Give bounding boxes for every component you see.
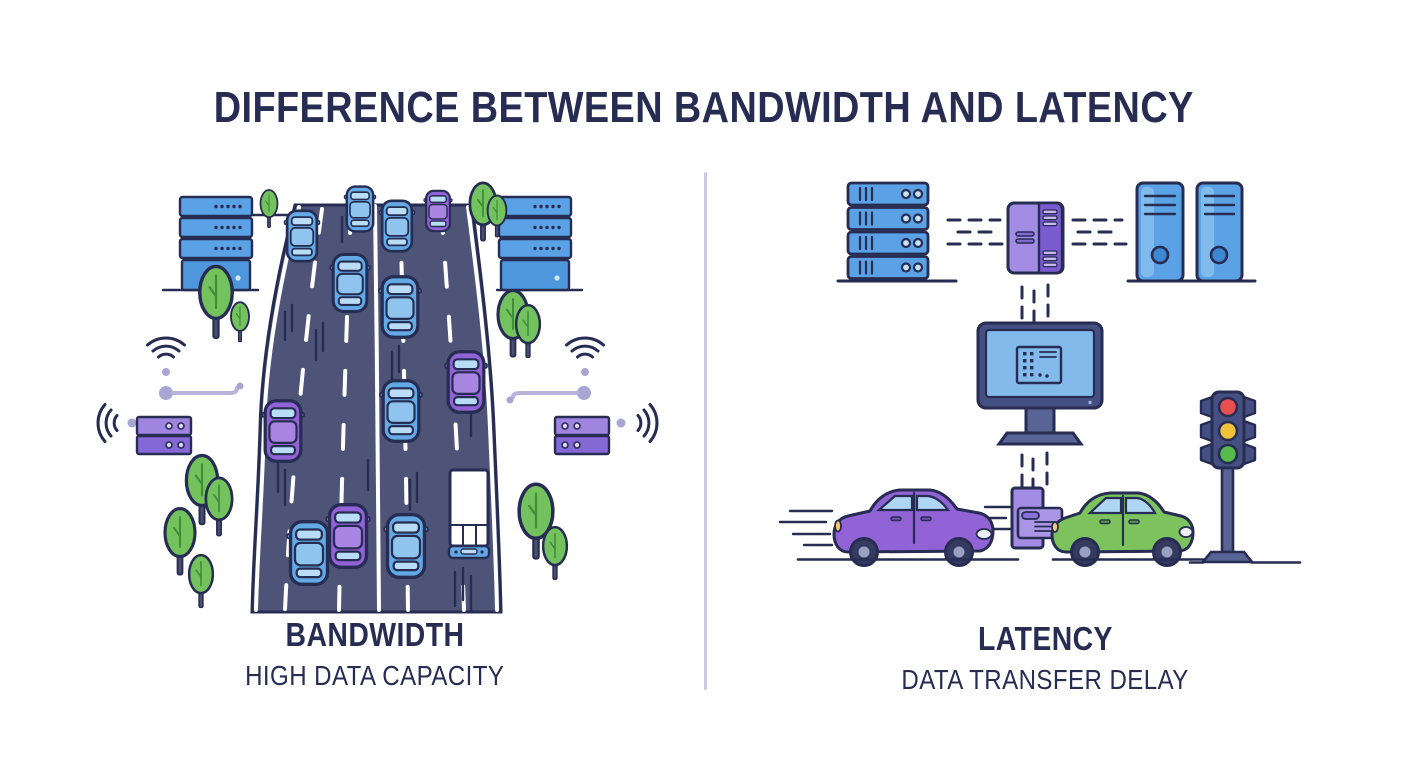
car-icon bbox=[443, 350, 489, 414]
tail-light bbox=[834, 519, 842, 533]
latency-label: LATENCY bbox=[977, 620, 1113, 657]
pole-base bbox=[1200, 550, 1255, 564]
panel-divider bbox=[704, 172, 707, 690]
monitor-icon bbox=[976, 321, 1104, 446]
tree-icon bbox=[230, 301, 250, 343]
center-line bbox=[373, 204, 381, 612]
bandwidth-illustration bbox=[96, 181, 659, 614]
router-icon bbox=[553, 415, 611, 456]
bandwidth-caption: BANDWIDTH HIGH DATA CAPACITY bbox=[80, 618, 670, 690]
car-window bbox=[876, 494, 914, 512]
car-icon bbox=[378, 199, 416, 253]
latency-illustration bbox=[778, 181, 1302, 567]
wifi-signal-icon bbox=[565, 336, 605, 359]
car-icon bbox=[422, 189, 454, 233]
pole bbox=[1220, 466, 1235, 554]
car-window bbox=[1087, 496, 1123, 515]
latency-sublabel: DATA TRANSFER DELAY bbox=[901, 664, 1189, 695]
tree-icon bbox=[541, 525, 569, 581]
server-rack-icon bbox=[497, 195, 573, 292]
screen-panel bbox=[1015, 345, 1063, 385]
bandwidth-label: BANDWIDTH bbox=[285, 616, 465, 653]
car-icon bbox=[377, 275, 423, 339]
power-led bbox=[1088, 400, 1092, 405]
monitor-base bbox=[996, 431, 1084, 446]
car-icon bbox=[285, 519, 333, 587]
car-icon bbox=[328, 252, 372, 314]
car-icon bbox=[283, 209, 321, 263]
head-light bbox=[975, 528, 993, 540]
connector-line bbox=[511, 391, 579, 399]
connector-dot bbox=[577, 386, 591, 400]
car-window bbox=[915, 494, 951, 512]
data-packet-icon bbox=[974, 486, 1064, 550]
car-icon bbox=[378, 379, 424, 443]
connector-dot bbox=[581, 368, 589, 376]
traffic-cars bbox=[260, 185, 491, 587]
data-packet-icon bbox=[1006, 201, 1065, 275]
car-icon bbox=[1050, 491, 1195, 567]
tree-icon bbox=[259, 189, 279, 229]
tail-light bbox=[1051, 521, 1059, 533]
truck-icon bbox=[447, 468, 491, 560]
wifi-signal-icon bbox=[96, 403, 119, 443]
connector-dot bbox=[236, 382, 244, 390]
dashed-connection bbox=[946, 218, 1128, 246]
latency-caption: LATENCY DATA TRANSFER DELAY bbox=[760, 622, 1330, 694]
connector-dot bbox=[506, 396, 514, 404]
connector-dot bbox=[162, 368, 170, 376]
connector-dot bbox=[616, 418, 626, 428]
head-light bbox=[1178, 526, 1194, 538]
yellow-light bbox=[1217, 420, 1239, 442]
car-icon bbox=[778, 488, 995, 567]
lane-edge-line bbox=[466, 205, 499, 612]
page-title-text: DIFFERENCE BETWEEN BANDWIDTH AND LATENCY bbox=[214, 83, 1194, 133]
connector-line bbox=[171, 386, 239, 395]
tree-icon bbox=[187, 553, 215, 609]
speed-lines bbox=[778, 509, 834, 547]
connector-dot bbox=[127, 418, 137, 428]
speed-lines bbox=[276, 215, 473, 612]
car-window bbox=[1124, 496, 1157, 515]
bandwidth-sublabel: HIGH DATA CAPACITY bbox=[245, 660, 505, 691]
wifi-router-right bbox=[506, 336, 659, 456]
tree-icon bbox=[198, 264, 234, 340]
traffic-light-icon bbox=[1188, 390, 1302, 564]
connector-dot bbox=[159, 386, 173, 400]
tower-server-icon bbox=[1195, 181, 1244, 283]
wifi-signal-icon bbox=[636, 403, 659, 443]
page-title: DIFFERENCE BETWEEN BANDWIDTH AND LATENCY bbox=[0, 83, 1408, 133]
router-icon bbox=[135, 415, 193, 456]
red-light bbox=[1217, 396, 1239, 418]
green-light bbox=[1217, 443, 1239, 465]
car-icon bbox=[324, 502, 372, 570]
car-icon bbox=[260, 399, 306, 463]
tree-icon bbox=[204, 476, 234, 538]
tower-server-icon bbox=[1135, 181, 1185, 283]
tree-icon bbox=[514, 303, 542, 359]
server-rack-icon bbox=[846, 181, 930, 280]
wifi-router-left bbox=[96, 336, 244, 456]
car-icon bbox=[382, 512, 430, 580]
car-icon bbox=[343, 185, 377, 233]
wifi-signal-icon bbox=[146, 336, 186, 359]
